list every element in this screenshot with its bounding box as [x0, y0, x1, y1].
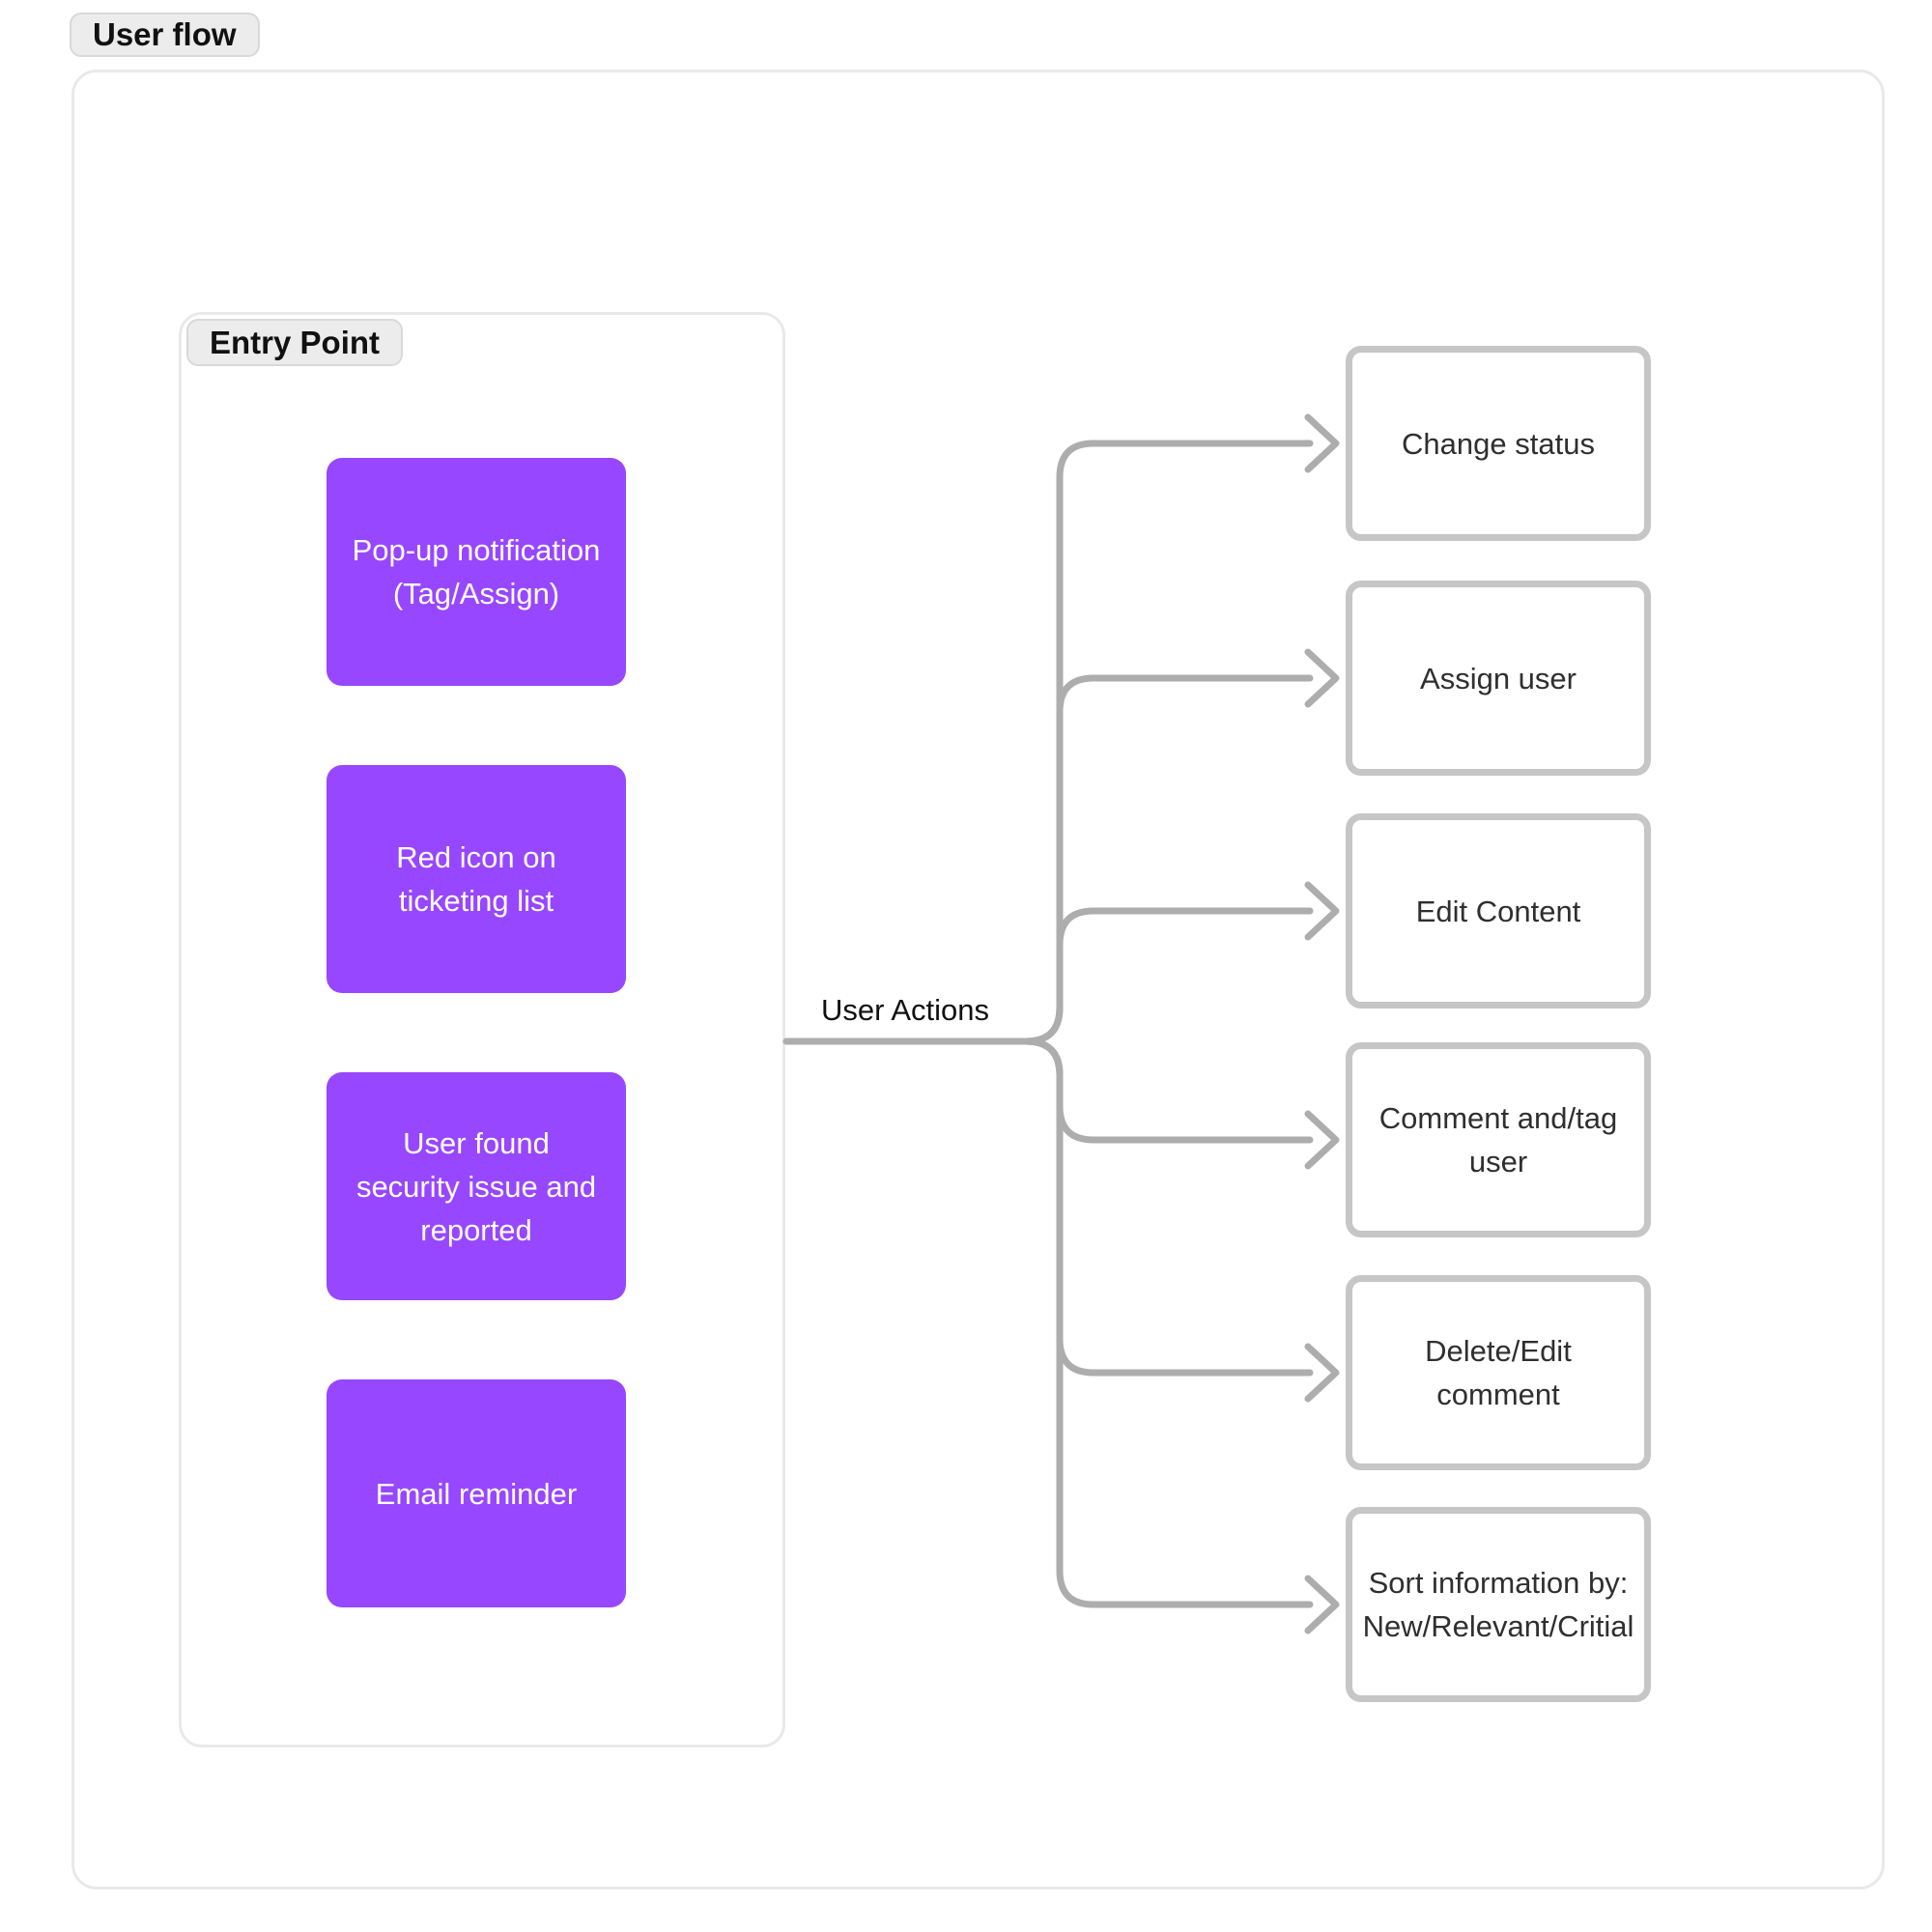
action-node-label: Comment and/tag user — [1378, 1101, 1618, 1179]
action-node-delete-edit-comment[interactable]: Delete/Edit comment — [1346, 1275, 1651, 1470]
action-node-label: Edit Content — [1415, 894, 1581, 928]
entry-node-popup-notification[interactable]: Pop-up notification (Tag/Assign) — [327, 458, 626, 686]
action-node-change-status[interactable]: Change status — [1346, 346, 1651, 541]
entry-node-label: Pop-up notification (Tag/Assign) — [352, 533, 601, 611]
action-node-label: Change status — [1402, 426, 1595, 461]
action-node-assign-user[interactable]: Assign user — [1346, 581, 1651, 776]
entry-node-security-issue[interactable]: User found security issue and reported — [327, 1072, 626, 1300]
action-node-comment-tag-user[interactable]: Comment and/tag user — [1346, 1042, 1651, 1237]
entry-node-email-reminder[interactable]: Email reminder — [327, 1379, 626, 1607]
action-node-edit-content[interactable]: Edit Content — [1346, 813, 1651, 1009]
action-node-sort-information[interactable]: Sort information by: New/Relevant/Critia… — [1346, 1507, 1651, 1702]
entry-point-section-label[interactable]: Entry Point — [186, 319, 404, 366]
entry-point-section-label-text: Entry Point — [210, 324, 381, 360]
user-actions-label-text: User Actions — [820, 993, 989, 1027]
entry-node-label: User found security issue and reported — [355, 1125, 597, 1247]
entry-node-red-icon[interactable]: Red icon on ticketing list — [327, 765, 626, 993]
user-flow-section-label[interactable]: User flow — [70, 13, 260, 57]
action-node-label: Assign user — [1420, 661, 1577, 696]
user-flow-section-label-text: User flow — [93, 16, 237, 52]
user-actions-label: User Actions — [784, 978, 1026, 1028]
action-node-label: Delete/Edit comment — [1425, 1334, 1572, 1411]
action-node-label: Sort information by: New/Relevant/Critia… — [1362, 1566, 1634, 1643]
entry-node-label: Red icon on ticketing list — [396, 840, 556, 918]
entry-node-label: Email reminder — [375, 1476, 578, 1511]
